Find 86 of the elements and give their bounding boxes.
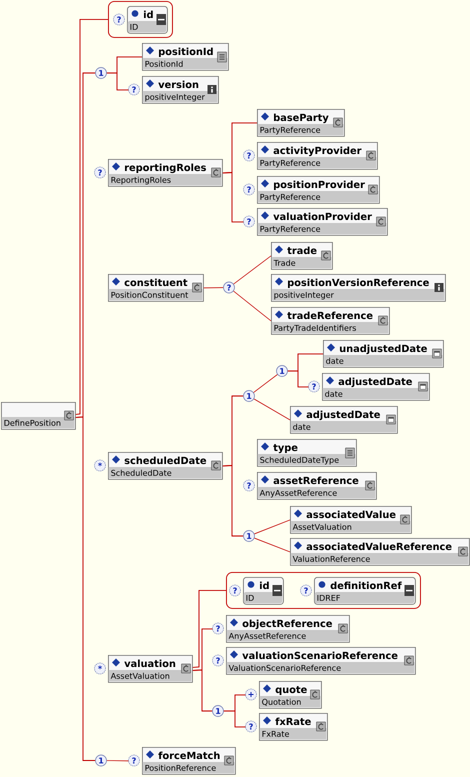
type-name: date	[325, 390, 342, 397]
element-box	[323, 340, 444, 368]
element-name: fxRate	[275, 718, 311, 726]
type-name: ValuationScenarioReference	[228, 664, 341, 671]
element-name: unadjustedDate	[340, 344, 427, 354]
element-name: type	[273, 444, 298, 454]
connector-line	[106, 760, 129, 762]
element-name: positionProvider	[274, 180, 365, 190]
attribute-name: definitionRef	[330, 582, 402, 590]
type-name: PartyReference	[260, 226, 320, 234]
element-name: positionId	[159, 48, 213, 58]
type-name: AnyAssetReference	[260, 490, 337, 498]
type-name: ValuationReference	[292, 556, 370, 562]
attribute-name: id	[144, 10, 153, 18]
type-name: Trade	[274, 260, 296, 266]
connector-line	[233, 256, 272, 284]
type-name: ScheduledDateType	[260, 456, 339, 464]
connector-line	[287, 370, 309, 388]
connector-line	[253, 374, 278, 393]
connector-line	[222, 172, 244, 222]
element-box	[271, 307, 390, 335]
element-box	[1, 402, 76, 430]
type-name: PartyReference	[260, 126, 320, 134]
element-name: associatedValueReference	[306, 542, 452, 550]
element-box	[290, 538, 470, 566]
element-name: tradeReference	[287, 312, 373, 320]
connector-line	[203, 287, 224, 288]
type-name: Quotation	[262, 698, 301, 706]
attribute-name: id	[260, 582, 269, 590]
type-name: PositionConstituent	[111, 292, 188, 298]
element-name: assetReference	[274, 476, 358, 484]
element-box	[271, 274, 446, 302]
type-name: PositionReference	[145, 764, 216, 771]
type-name: ID	[246, 594, 254, 601]
element-name: trade	[287, 246, 317, 254]
type-name: AnyAssetReference	[228, 632, 306, 640]
element-name: valuationScenarioReference	[242, 652, 398, 660]
element-name: baseParty	[274, 114, 329, 124]
element-box	[257, 439, 357, 467]
type-name: positiveInteger	[274, 292, 334, 300]
type-name: IDREF	[317, 594, 340, 601]
connector-line	[254, 398, 290, 420]
type-name: PartyReference	[260, 194, 320, 202]
type-name: PartyReference	[260, 160, 320, 168]
element-name: positionVersionReference	[288, 278, 429, 288]
element-box	[257, 109, 345, 137]
type-name: date	[326, 358, 344, 364]
type-name: DefinePosition	[4, 420, 60, 426]
type-name: ReportingRoles	[111, 176, 171, 184]
type-name: PartyTradeIdentifiers	[274, 324, 356, 332]
element-name: quote	[276, 686, 307, 696]
connector-line	[192, 670, 213, 712]
type-name: AssetValuation	[110, 672, 170, 679]
element-name: reportingRoles	[125, 164, 206, 174]
type-name: AssetValuation	[292, 524, 352, 530]
connector-line	[254, 520, 290, 534]
element-name: associatedValue	[306, 510, 396, 518]
element-name: adjustedDate	[306, 410, 380, 420]
connector-line	[222, 465, 244, 536]
connector-line	[254, 538, 290, 552]
type-name: date	[293, 424, 310, 430]
type-name: PositionId	[145, 60, 183, 67]
connector-line	[75, 19, 108, 415]
type-name: ID	[130, 24, 138, 30]
element-box	[271, 242, 333, 270]
type-name: FxRate	[262, 730, 289, 737]
type-name: positiveInteger	[145, 94, 205, 102]
element-name: forceMatch	[158, 752, 220, 760]
element-box	[108, 274, 204, 302]
connector-line	[106, 72, 129, 90]
element-name: constituent	[124, 278, 188, 286]
connector-line	[223, 710, 246, 728]
element-name: scheduledDate	[124, 456, 206, 464]
element-box	[142, 43, 229, 71]
element-name: objectReference	[242, 620, 332, 630]
element-name: adjustedDate	[338, 378, 412, 388]
connector-line	[192, 590, 226, 668]
connector-line	[233, 290, 272, 322]
element-name: version	[158, 80, 198, 88]
element-name: activityProvider	[274, 146, 362, 156]
type-name: ScheduledDate	[111, 470, 172, 476]
element-name: valuation	[124, 660, 176, 668]
element-name: valuationProvider	[273, 212, 372, 220]
element-box	[290, 406, 398, 434]
element-box	[290, 506, 412, 534]
connector-line	[75, 416, 96, 761]
